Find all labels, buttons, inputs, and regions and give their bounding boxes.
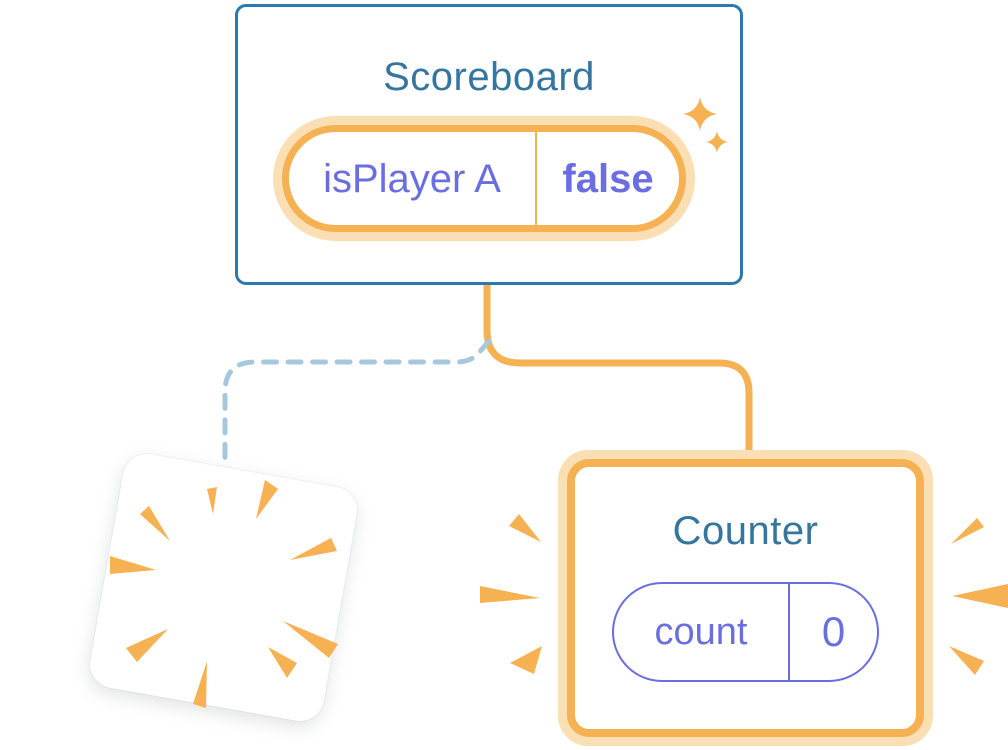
- state-pill-ring: isPlayer A false: [282, 125, 686, 232]
- state-key: isPlayer A: [323, 156, 501, 201]
- state-pill-highlight-glow: isPlayer A false: [273, 116, 695, 241]
- scoreboard-state-pill: isPlayer A false: [273, 116, 695, 241]
- connector-scoreboard-to-counter: [483, 282, 753, 462]
- state-key: count: [654, 611, 748, 653]
- counter-card-ring: Counter count 0: [567, 459, 924, 737]
- state-value: false: [535, 132, 679, 225]
- counter-component-card: Counter count 0: [558, 450, 933, 746]
- spark-left-bottom: [510, 646, 542, 674]
- state-value: 0: [788, 584, 877, 680]
- counter-state-pill: count 0: [612, 582, 879, 682]
- spark-left-middle: [480, 586, 540, 603]
- counter-card-highlight-glow: Counter count 0: [558, 450, 933, 746]
- destroyed-component-card: [86, 450, 361, 725]
- spark-right-bottom: [949, 646, 984, 675]
- counter-title: Counter: [672, 509, 819, 553]
- spark-left-top: [509, 514, 541, 542]
- spark-right-middle: [952, 584, 1008, 608]
- scoreboard-title: Scoreboard: [383, 55, 595, 99]
- connector-scoreboard-to-destroyed-dashed: [222, 338, 492, 468]
- scoreboard-component-card: Scoreboard isPlayer A false: [235, 4, 743, 285]
- spark-right-top: [951, 518, 984, 544]
